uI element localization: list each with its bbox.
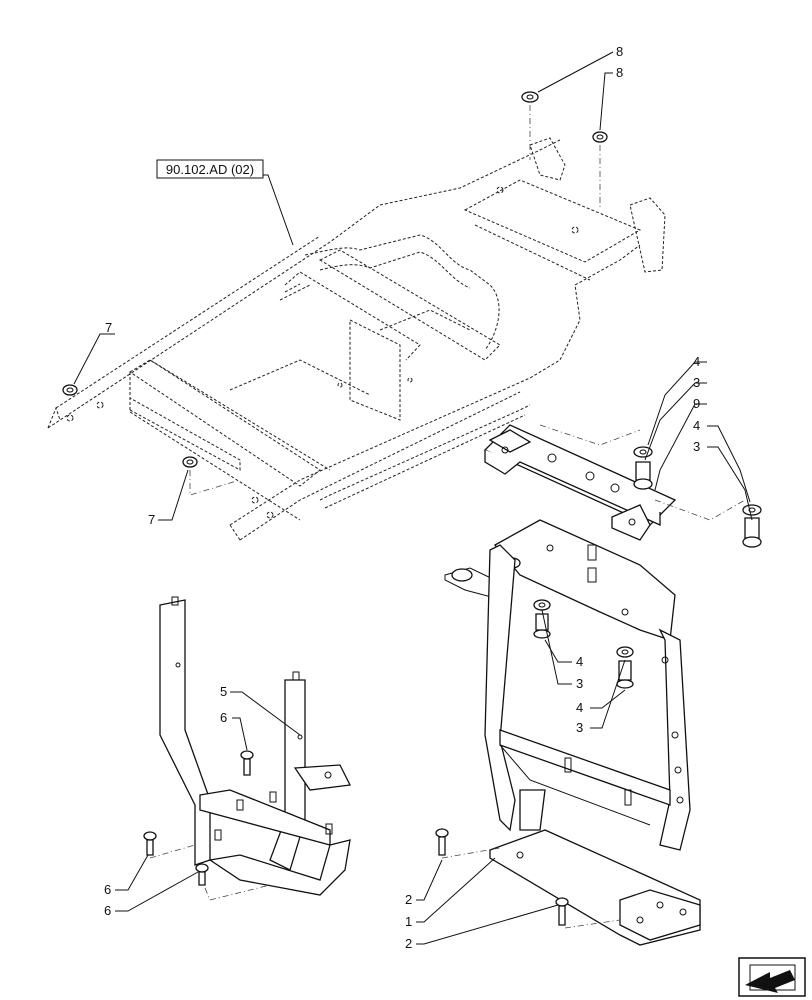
frame-part-5 [159, 596, 351, 896]
callout-4b: 4 [693, 418, 700, 433]
callout-7a: 7 [105, 320, 112, 335]
bolt-2-upper [435, 828, 449, 856]
arrow-icon[interactable] [738, 957, 806, 997]
bolt-6-low [195, 863, 209, 886]
callout-7b: 7 [148, 512, 155, 527]
callout-3d: 3 [576, 720, 583, 735]
callout-3b: 3 [693, 439, 700, 454]
callout-3a: 3 [693, 375, 700, 390]
callout-2b: 2 [405, 936, 412, 951]
frame-part-1 [444, 519, 701, 946]
bolt-3-upper [633, 461, 653, 490]
callout-5: 5 [220, 684, 227, 699]
reference-code: 90.102.AD (02) [166, 162, 254, 177]
callout-8a: 8 [616, 44, 623, 59]
callout-4c: 4 [576, 654, 583, 669]
nut-7-left [62, 384, 78, 396]
washer-4-mid [533, 599, 551, 611]
callout-9: 9 [693, 396, 700, 411]
callout-4d: 4 [576, 700, 583, 715]
bolt-2-lower [555, 897, 569, 926]
bolt-3-low [616, 660, 634, 689]
washer-4-low [616, 646, 634, 658]
bolt-6-upper [240, 750, 254, 776]
washer-4-right [742, 504, 762, 516]
nut-8-upper [521, 91, 539, 103]
leader-lines [73, 51, 753, 945]
callout-6c: 6 [104, 903, 111, 918]
nut-7-bottom [182, 456, 198, 468]
bolt-3-right [742, 517, 762, 548]
callout-3c: 3 [576, 676, 583, 691]
callout-6b: 6 [104, 882, 111, 897]
callout-8b: 8 [616, 65, 623, 80]
frame-assembly-dotted [47, 137, 666, 541]
callout-2a: 2 [405, 892, 412, 907]
nut-8-lower [592, 131, 608, 143]
bracket-9 [483, 424, 677, 541]
callout-6a: 6 [220, 710, 227, 725]
callout-4a: 4 [693, 354, 700, 369]
bolt-6-left [143, 831, 157, 856]
reference-box[interactable]: 90.102.AD (02) [156, 159, 264, 179]
callout-1: 1 [405, 914, 412, 929]
